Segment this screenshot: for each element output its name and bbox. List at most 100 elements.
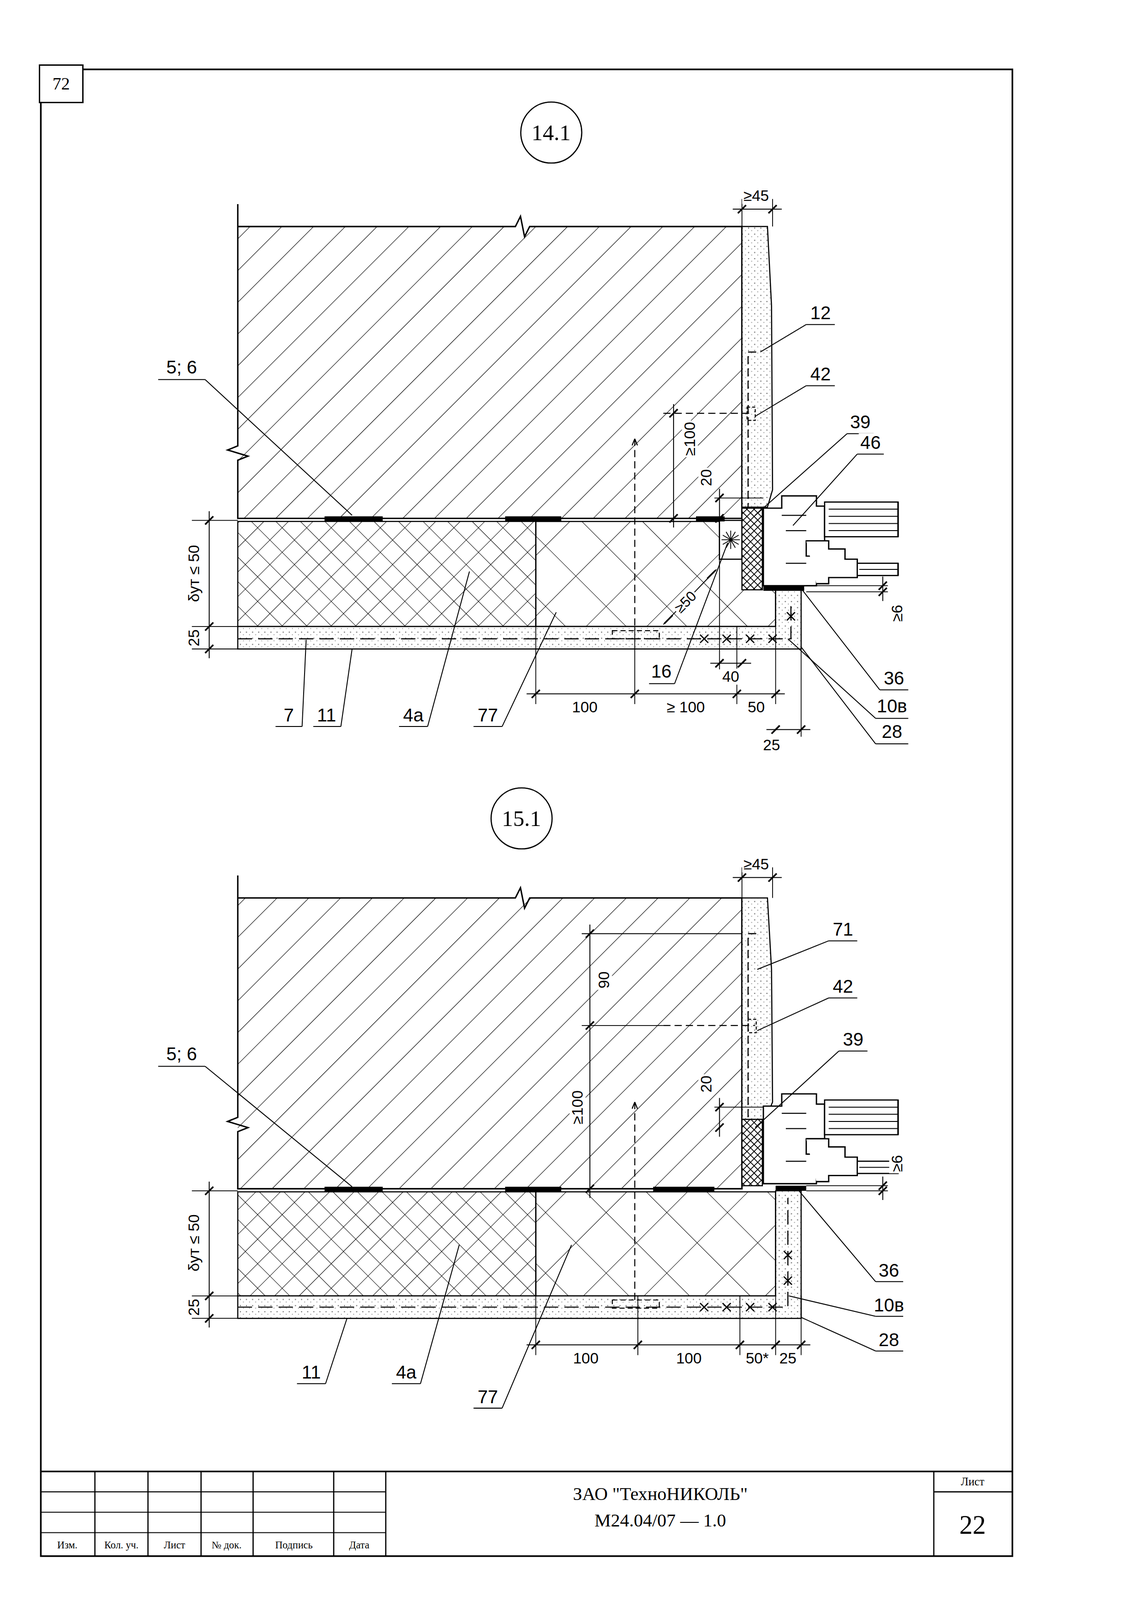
- title-block-line: [40, 1470, 1013, 1473]
- adhesive-spot: [324, 1186, 383, 1192]
- dimension-tick: [585, 1021, 595, 1030]
- callout-number: 39: [848, 412, 873, 432]
- dimension-value: 25: [185, 627, 202, 648]
- title-block-cell: Дата: [347, 1539, 371, 1551]
- title-block-column: [147, 1471, 149, 1556]
- window-sash-profile: [806, 540, 858, 584]
- sealing-tape: [742, 508, 763, 590]
- leader-underline: [399, 726, 428, 727]
- callout-number: 10в: [875, 696, 909, 716]
- dimension-tick: [205, 516, 214, 525]
- plaster-layer: [742, 226, 773, 508]
- dimension-line: [526, 693, 785, 695]
- leader-underline: [857, 453, 884, 455]
- leader-line: [787, 638, 876, 719]
- window-frame-chamber: [781, 515, 807, 564]
- leader-underline: [275, 726, 302, 727]
- dowel: [630, 1101, 639, 1300]
- title-block-column: [385, 1471, 387, 1556]
- leader-underline: [879, 689, 909, 691]
- adhesive-spot: [505, 1186, 562, 1192]
- mesh-mark: [699, 634, 709, 643]
- dimension-tick: [630, 689, 639, 699]
- adhesive-spot: [505, 516, 562, 522]
- extension-line: [800, 648, 802, 737]
- dimension-tick: [633, 1340, 643, 1349]
- glazing-line: [828, 1113, 899, 1115]
- mesh-mark: [746, 1303, 755, 1312]
- leader-line: [755, 433, 848, 516]
- dimension-line: [673, 404, 674, 528]
- dimension-tick: [205, 1186, 214, 1195]
- leader-underline: [875, 717, 909, 719]
- glazing-line: [828, 1120, 899, 1122]
- sheet-number: 22: [957, 1510, 988, 1539]
- insulation-4a: [237, 521, 537, 627]
- extension-line: [772, 867, 774, 898]
- dimension-tick: [737, 873, 747, 882]
- mesh-mark: [722, 634, 731, 643]
- dimension-tick: [735, 1340, 744, 1349]
- title-block-cell: Лист: [162, 1539, 187, 1551]
- title-block-column: [94, 1471, 96, 1556]
- reinforcing-mesh: [237, 1198, 789, 1308]
- foam-symbol: [722, 535, 739, 545]
- leader-line: [205, 379, 353, 516]
- dimension-value: 20: [698, 1073, 715, 1094]
- dimension-tick: [205, 644, 214, 653]
- document-code: М24.04/07 — 1.0: [593, 1510, 728, 1531]
- leader-underline: [875, 1315, 904, 1317]
- dimension-tick: [715, 1103, 724, 1112]
- callout-number: 10в: [872, 1295, 906, 1315]
- glazing-line: [828, 530, 899, 532]
- dimension-tick: [797, 725, 806, 734]
- title-block-cell: Кол. уч.: [102, 1539, 140, 1551]
- mesh-mark: [786, 612, 795, 621]
- leader-line: [502, 1244, 572, 1409]
- node-text: 14.1: [531, 121, 571, 144]
- plaster-layer: [742, 898, 773, 1120]
- mesh-mark: [786, 612, 795, 621]
- mesh-mark: [699, 1303, 709, 1312]
- mesh-mark: [746, 634, 755, 643]
- callout-number: 4а: [401, 705, 426, 726]
- dimension-value: ≥100: [681, 420, 698, 458]
- mesh-mark: [784, 1251, 793, 1260]
- detail-marker: 15.1: [489, 786, 554, 851]
- dimension-value: 50: [746, 699, 767, 716]
- mesh-mark: [722, 1303, 731, 1312]
- dimension-tick: [585, 929, 595, 938]
- leader-underline: [157, 378, 206, 380]
- sheet-border: [40, 69, 1013, 1557]
- mesh-mark: [746, 1303, 755, 1312]
- dimension-tick: [531, 1340, 540, 1349]
- leader-underline: [875, 1281, 904, 1283]
- leader-underline: [875, 1350, 904, 1352]
- title-block-column: [200, 1471, 202, 1556]
- title-block-cell: Изм.: [55, 1539, 79, 1551]
- glazing-bead: [857, 563, 898, 576]
- leader-underline: [313, 726, 341, 727]
- dimension-tick: [205, 1291, 214, 1300]
- callout-number: 39: [841, 1030, 865, 1050]
- render-layer: [237, 589, 802, 650]
- mesh-mark: [722, 634, 731, 643]
- circle-outline: [490, 788, 553, 850]
- dimension-line: [766, 729, 811, 731]
- dimension-tick: [737, 205, 747, 214]
- dimension-line: [710, 663, 752, 664]
- dimension-tick: [585, 1184, 595, 1193]
- extension-line: [191, 1317, 238, 1319]
- callout-number: 71: [831, 920, 855, 940]
- anchor: [663, 412, 754, 414]
- leader-line: [205, 1066, 353, 1187]
- dimension-line: [208, 1181, 210, 1328]
- detail-14-1: [157, 199, 909, 744]
- callout-number: 42: [831, 977, 855, 997]
- extension-line: [191, 626, 238, 627]
- dimension-tick: [768, 873, 777, 882]
- dimension-line: [526, 1344, 811, 1346]
- leader-underline: [806, 324, 836, 326]
- mesh-mark: [699, 1303, 709, 1312]
